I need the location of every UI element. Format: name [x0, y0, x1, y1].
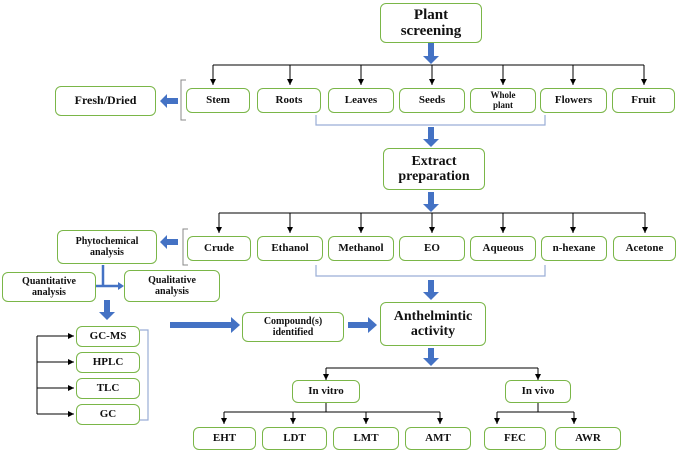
- part-stem-label: Stem: [206, 94, 230, 107]
- quantitative-analysis-box: Quantitative analysis: [2, 272, 96, 302]
- solvent-n-hexane: n-hexane: [541, 236, 607, 261]
- test-fec: FEC: [484, 427, 546, 450]
- plant-screening-label: Plant screening: [400, 6, 462, 40]
- part-fruit: Fruit: [612, 88, 675, 113]
- compounds-identified-box: Compound(s) identified: [242, 312, 344, 342]
- method-gc-ms: GC-MS: [76, 326, 140, 347]
- part-whole-plant-label: Whole plant: [490, 89, 516, 110]
- in-vitro-box: In vitro: [292, 380, 360, 403]
- part-fruit-label: Fruit: [631, 94, 656, 107]
- solvent-ethanol: Ethanol: [257, 236, 323, 261]
- part-roots: Roots: [257, 88, 321, 113]
- test-awr: AWR: [555, 427, 621, 450]
- anthelmintic-activity-box: Anthelmintic activity: [380, 302, 486, 346]
- part-leaves-label: Leaves: [344, 94, 378, 107]
- solvent-crude-label: Crude: [204, 242, 234, 255]
- in-vitro-label: In vitro: [308, 385, 344, 398]
- blue-brackets: [140, 115, 546, 421]
- solvent-acetone-label: Acetone: [625, 242, 664, 255]
- activity-connector: [221, 367, 577, 424]
- test-lmt-label: LMT: [353, 432, 379, 445]
- method-hplc: HPLC: [76, 352, 140, 373]
- part-whole-plant: Whole plant: [470, 88, 536, 113]
- methods-connector: [36, 333, 74, 417]
- anthelmintic-activity-label: Anthelmintic activity: [393, 308, 473, 339]
- part-roots-label: Roots: [275, 94, 303, 107]
- solvent-crude: Crude: [187, 236, 251, 261]
- test-ldt: LDT: [262, 427, 327, 450]
- part-stem: Stem: [186, 88, 250, 113]
- solvent-methanol: Methanol: [328, 236, 394, 261]
- part-flowers-label: Flowers: [554, 94, 593, 107]
- phytochemical-analysis-box: Phytochemical analysis: [57, 230, 157, 264]
- brackets: [180, 79, 188, 266]
- in-vivo-box: In vivo: [505, 380, 571, 403]
- method-tlc: TLC: [76, 378, 140, 399]
- method-gc-ms-label: GC-MS: [89, 330, 127, 343]
- part-flowers: Flowers: [540, 88, 607, 113]
- solvent-aqueous-label: Aqueous: [482, 242, 524, 255]
- test-eht: EHT: [193, 427, 256, 450]
- test-ldt-label: LDT: [283, 432, 306, 445]
- solvent-aqueous: Aqueous: [470, 236, 536, 261]
- qualitative-analysis-box: Qualitative analysis: [124, 270, 220, 302]
- solvent-ethanol-label: Ethanol: [271, 242, 309, 255]
- solvent-methanol-label: Methanol: [338, 242, 384, 255]
- quantitative-analysis-label: Quantitative analysis: [22, 276, 76, 298]
- solvent-acetone: Acetone: [613, 236, 676, 261]
- solvents-connector: [216, 212, 648, 233]
- fresh-dried-box: Fresh/Dried: [55, 86, 156, 116]
- test-amt-label: AMT: [425, 432, 451, 445]
- method-hplc-label: HPLC: [92, 356, 124, 369]
- qualitative-analysis-label: Qualitative analysis: [148, 275, 196, 297]
- solvent-eo: EO: [399, 236, 465, 261]
- test-awr-label: AWR: [575, 432, 601, 445]
- blue-arrows: [99, 42, 439, 366]
- extract-preparation-box: Extract preparation: [383, 148, 485, 190]
- test-amt: AMT: [405, 427, 471, 450]
- solvent-eo-label: EO: [424, 242, 440, 255]
- test-eht-label: EHT: [212, 432, 237, 445]
- solvent-n-hexane-label: n-hexane: [552, 242, 596, 255]
- parts-connector: [210, 64, 647, 85]
- part-leaves: Leaves: [328, 88, 394, 113]
- fresh-dried-label: Fresh/Dried: [74, 93, 137, 108]
- extract-preparation-label: Extract preparation: [398, 153, 470, 184]
- test-fec-label: FEC: [504, 432, 526, 445]
- phytochemical-analysis-label: Phytochemical analysis: [75, 236, 139, 258]
- split-arrows: [96, 265, 122, 288]
- part-seeds-label: Seeds: [418, 94, 446, 107]
- part-seeds: Seeds: [399, 88, 465, 113]
- in-vivo-label: In vivo: [521, 385, 555, 398]
- test-lmt: LMT: [333, 427, 399, 450]
- method-gc: GC: [76, 404, 140, 425]
- method-tlc-label: TLC: [96, 382, 120, 395]
- compounds-identified-label: Compound(s) identified: [263, 316, 323, 338]
- method-gc-label: GC: [99, 408, 117, 421]
- plant-screening-box: Plant screening: [380, 3, 482, 43]
